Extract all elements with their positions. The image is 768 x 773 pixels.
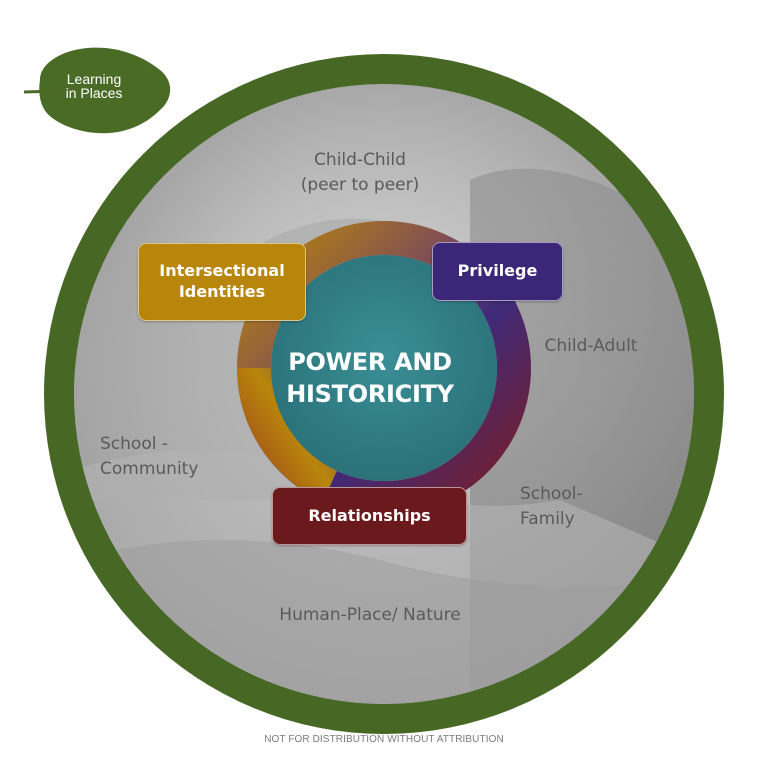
footer-attribution: NOT FOR DISTRIBUTION WITHOUT ATTRIBUTION xyxy=(264,734,504,745)
leaf-logo-icon xyxy=(23,47,171,134)
center-circle xyxy=(271,255,497,481)
human-place-label: Human-Place/ Nature xyxy=(279,605,461,625)
privilege-box: Privilege xyxy=(432,242,563,301)
connection-ring-segment xyxy=(237,367,338,502)
relationships-box: Relationships xyxy=(272,487,467,545)
child-adult-label: Child-Adult xyxy=(544,336,638,356)
logo-text: Learning in Places xyxy=(65,71,123,101)
school-family-label: School- Family xyxy=(520,484,583,529)
child-child-label: Child-Child (peer to peer) xyxy=(300,150,420,195)
intersectional-identities-box: Intersectional Identities xyxy=(138,243,306,321)
school-community-label: School - Community xyxy=(100,434,199,479)
center-title: POWER AND HISTORICITY xyxy=(286,348,454,409)
